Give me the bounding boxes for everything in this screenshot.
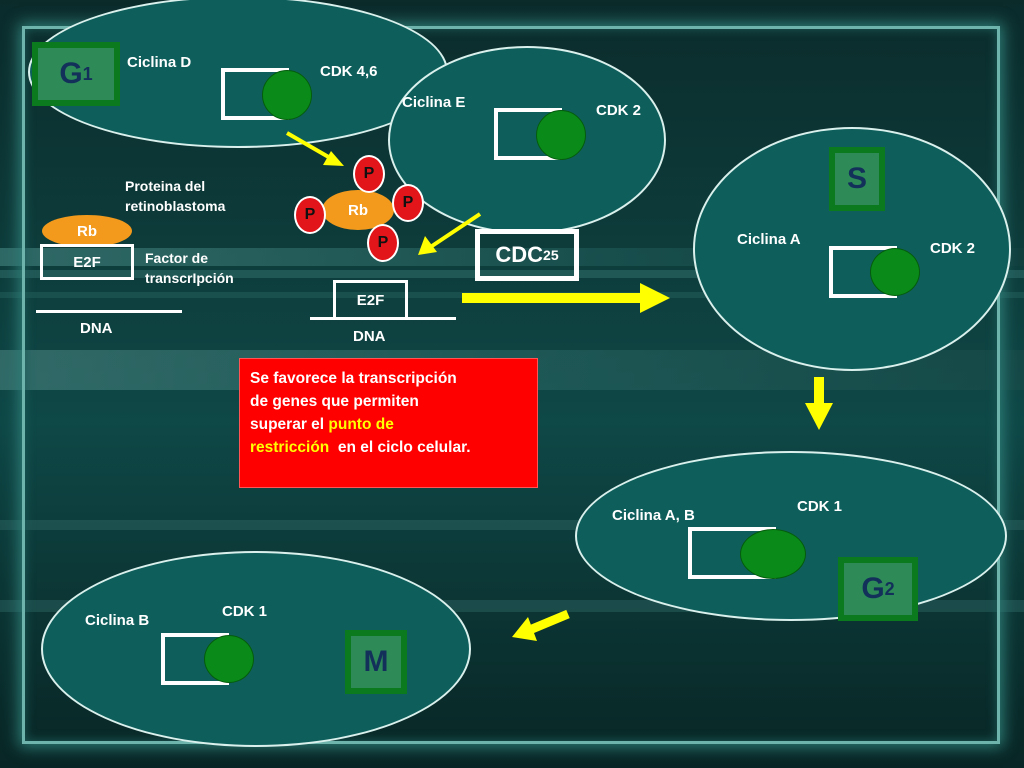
dna-line [36,310,182,313]
cdk-1-circle [204,635,254,683]
phosphate-label: P [363,165,375,182]
e2f-label: E2F [356,292,385,309]
rb-protein: Rb [42,215,132,247]
m-phase-box: M [345,630,407,694]
phase-letter: S [846,162,867,195]
slide-frame [22,26,1000,744]
cyclin-b-label: Ciclina B [85,612,150,629]
cyclin-b-box [161,633,229,685]
phase-letter: G [861,572,885,605]
arrow-cyclin-e-to-rb [418,212,482,255]
cyclin-a-label: Ciclina A [737,231,801,248]
dna-line [310,317,456,320]
arrow-to-s-phase [462,283,670,313]
note-line: de genes que permiten [250,393,419,410]
cyclin-e-ellipse [388,46,666,234]
s-phase-box: S [829,147,885,211]
phosphate-circle: P [367,224,399,262]
restriction-point-note: Se favorece la transcripción de genes qu… [239,358,538,488]
cyclin-e-label: Ciclina E [402,94,466,111]
dna-label: DNA [353,328,386,345]
phosphate-label: P [304,206,316,223]
note-text: superar el [250,416,329,433]
cdk-2-circle [870,248,920,296]
rb-label: Rb [348,201,368,219]
protein-label-line2: retinoblastoma [125,198,226,214]
cyclin-a-box [829,246,897,298]
cyclin-ab-box [688,527,776,579]
cdk-2-circle [536,110,586,160]
note-line: superar el punto de [250,413,527,436]
cdc-label: CDC [495,242,544,267]
note-line: restricción en el ciclo celular. [250,436,527,459]
background-band [0,270,1024,278]
note-line: Se favorece la transcripción [250,370,457,387]
phosphate-circle: P [353,155,385,193]
arrow-g1-to-rb [285,131,344,166]
cdk-2-label: CDK 2 [930,240,976,257]
cyclin-d-label: Ciclina D [127,54,192,71]
background-band [0,520,1024,530]
cyclin-ab-label: Ciclina A, B [612,507,695,524]
cyclin-d-box [221,68,289,120]
phase-letter: M [363,645,389,678]
cdk-2-label: CDK 2 [596,102,642,119]
e2f-box: E2F [40,244,134,280]
e2f-label: E2F [73,253,101,271]
note-text: en el ciclo celular. [329,439,471,456]
rb-label: Rb [77,222,97,240]
cdc-subscript: 25 [543,247,559,263]
phosphate-circle: P [294,196,326,234]
factor-label-line1: Factor de [145,250,209,266]
protein-label-line1: Proteina del [125,178,206,194]
phase-letter: G [59,57,83,90]
phosphate-label: P [377,234,389,251]
arrow-g2-to-m [512,609,570,641]
cdk-46-label: CDK 4,6 [320,63,378,80]
cdk-46-circle [262,70,312,120]
note-highlight: punto de [328,416,394,433]
phase-subscript: 1 [82,63,93,84]
cdk-1-label: CDK 1 [797,498,843,515]
phosphate-label: P [402,194,414,211]
rb-phosphorylated: Rb [322,190,394,230]
arrow-s-to-g2 [805,377,833,430]
e2f-free-box: E2F [333,280,408,318]
dna-label: DNA [80,320,113,337]
cyclin-e-box [494,108,562,160]
cdk-1-label: CDK 1 [222,603,268,620]
factor-label-line2: transcrIpción [145,270,234,286]
phase-subscript: 2 [884,578,895,599]
cdk-1-circle [740,529,806,579]
note-highlight: restricción [250,439,330,456]
phosphate-circle: P [392,184,424,222]
